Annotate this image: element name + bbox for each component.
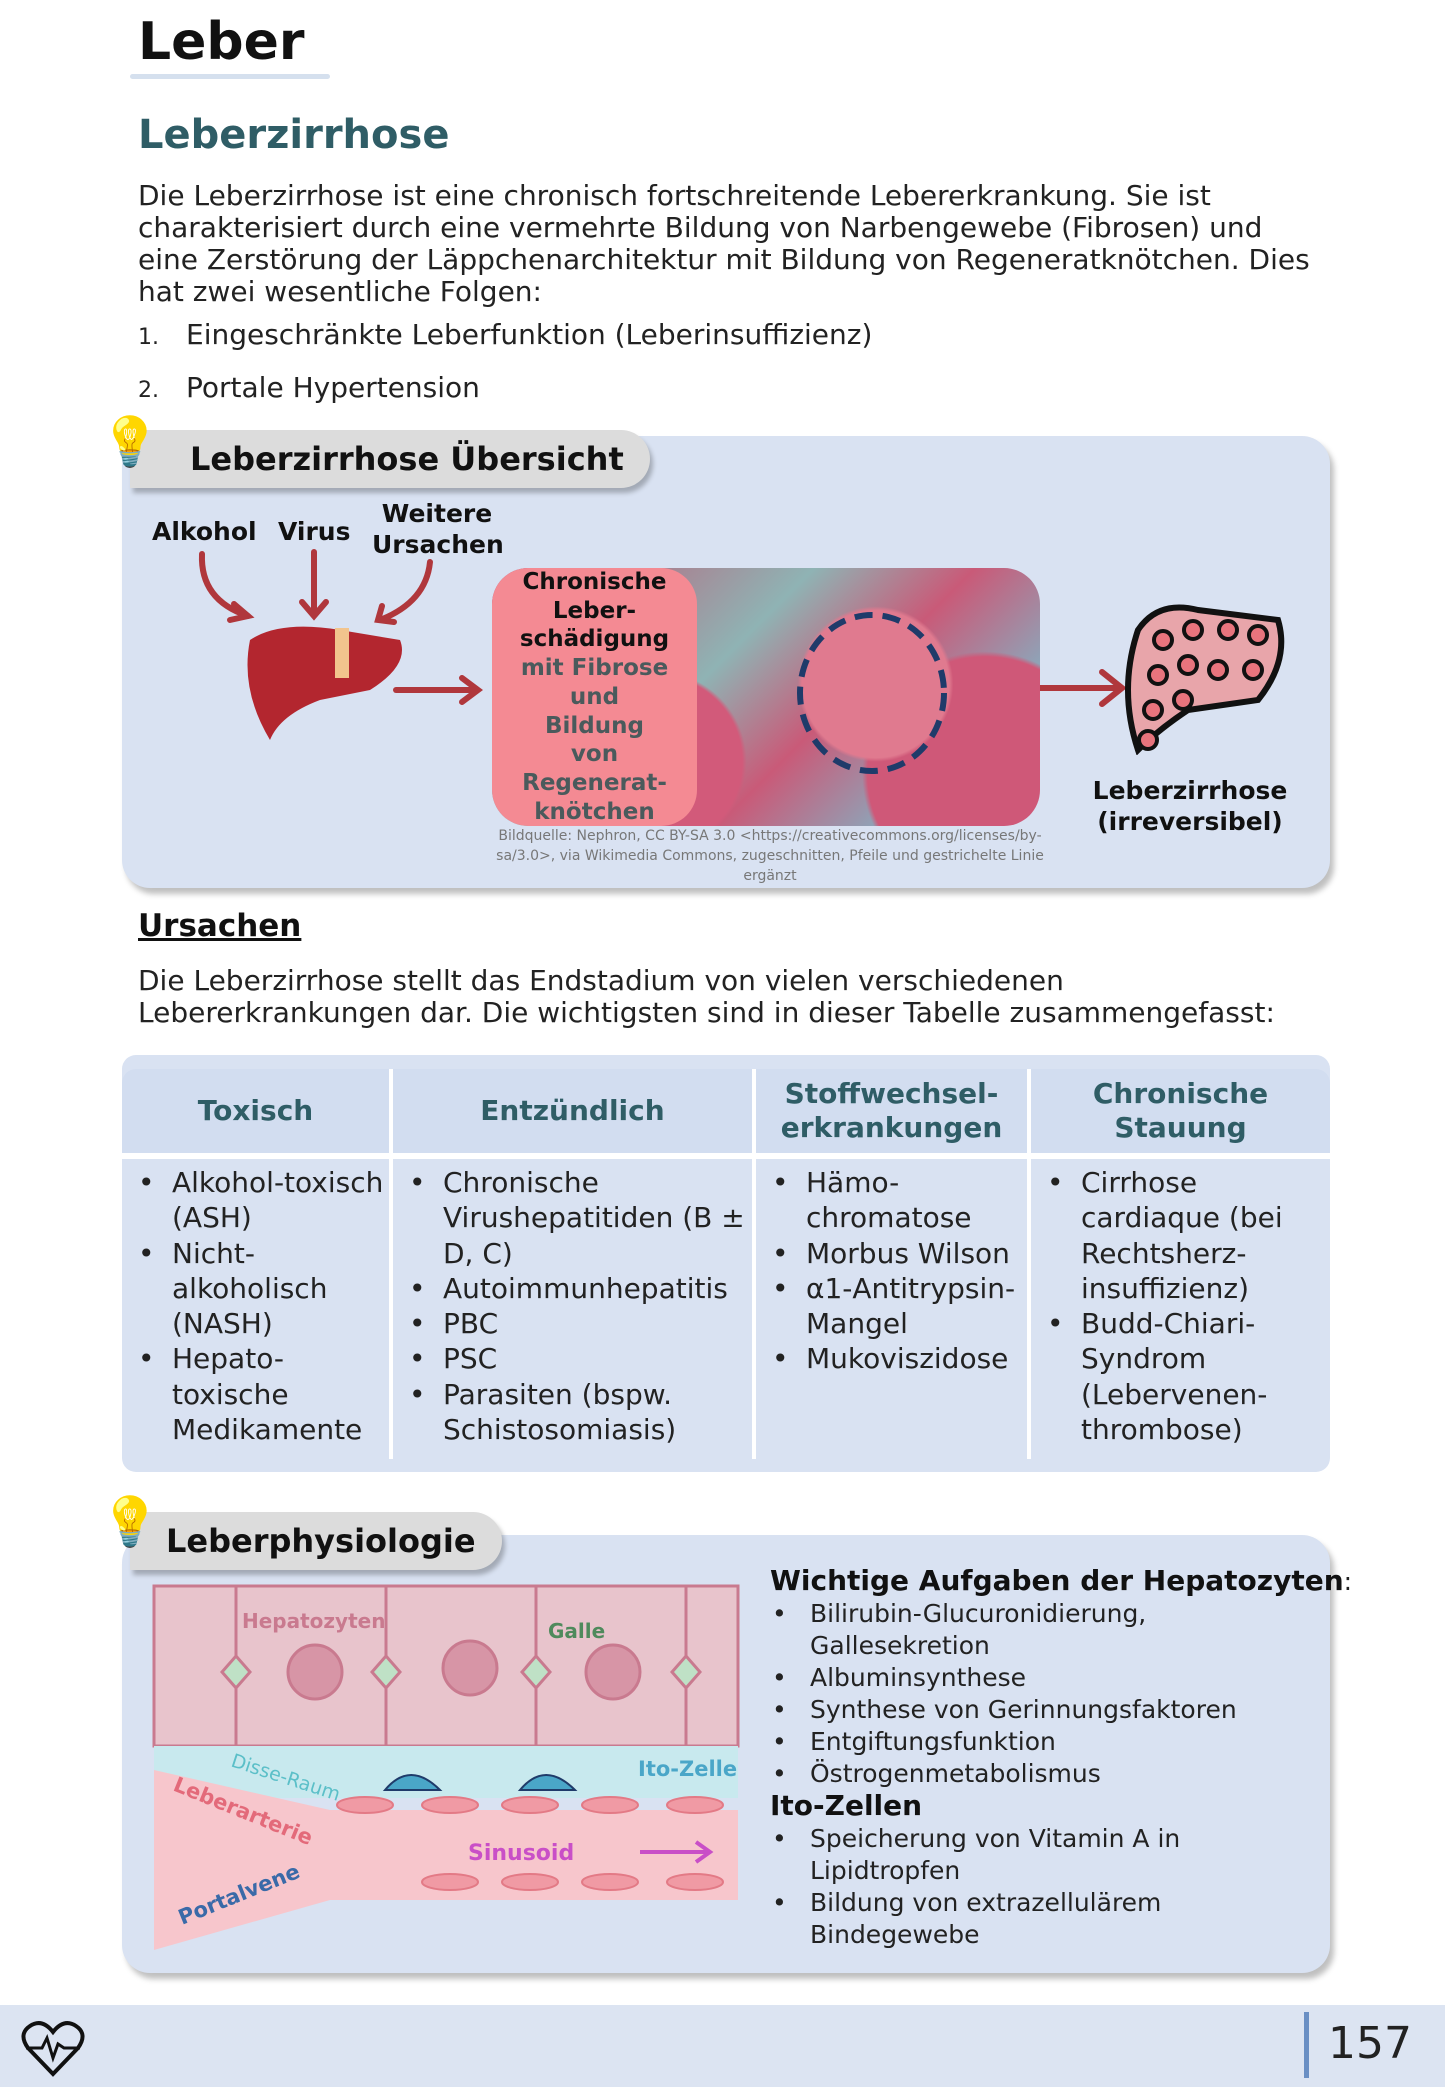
cirrhotic-liver-icon bbox=[1125, 604, 1285, 755]
list-item: 2.Portale Hypertension bbox=[138, 371, 480, 404]
table-cell: Hämo-chromatose Morbus Wilson α1-Antitry… bbox=[756, 1159, 1027, 1459]
heart-pulse-icon bbox=[21, 2021, 85, 2077]
causes-table: Toxisch Entzündlich Stoffwechsel-erkrank… bbox=[122, 1055, 1330, 1472]
physiology-text: Wichtige Aufgaben der Hepatozyten: Bilir… bbox=[770, 1565, 1352, 1951]
divider bbox=[752, 1069, 756, 1459]
causes-heading: Ursachen bbox=[138, 908, 302, 944]
physiology-title: Leberphysiologie bbox=[130, 1512, 502, 1570]
arrow-icon bbox=[377, 559, 433, 623]
list-item: Autoimmunhepatitis bbox=[405, 1271, 752, 1307]
list-item: Mukoviszidose bbox=[768, 1341, 1027, 1377]
list-item: Albuminsynthese bbox=[770, 1662, 1352, 1694]
ito-label: Ito-Zelle bbox=[638, 1757, 737, 1781]
causes-paragraph: Die Leberzirrhose stellt das Endstadium … bbox=[138, 964, 1275, 1029]
list-item: Entgiftungsfunktion bbox=[770, 1726, 1352, 1758]
cause-label: Virus bbox=[278, 517, 351, 546]
cause-label: Alkohol bbox=[152, 517, 257, 546]
divider bbox=[389, 1069, 393, 1459]
image-credit: Bildquelle: Nephron, CC BY-SA 3.0 <https… bbox=[496, 828, 1044, 884]
table-header: Stoffwechsel-erkrankungen bbox=[756, 1069, 1027, 1153]
ito-cell-icon bbox=[517, 1774, 578, 1791]
list-item: α1-Antitrypsin-Mangel bbox=[768, 1271, 1027, 1342]
overview-title: Leberzirrhose Übersicht bbox=[130, 430, 650, 488]
ito-heading: Ito-Zellen bbox=[770, 1789, 923, 1822]
list-item: Alkohol-toxisch (ASH) bbox=[134, 1165, 389, 1236]
list-item: PSC bbox=[405, 1341, 752, 1377]
nodule-outline bbox=[797, 612, 947, 774]
list-item: Hepato-toxische Medikamente bbox=[134, 1341, 389, 1447]
table-cell: Alkohol-toxisch (ASH) Nicht-alkoholisch … bbox=[122, 1159, 389, 1459]
bile-label: Galle bbox=[548, 1619, 605, 1643]
lightbulb-icon: 💡 bbox=[100, 414, 160, 470]
list-item: Synthese von Gerinnungsfaktoren bbox=[770, 1694, 1352, 1726]
table-header: Chronische Stauung bbox=[1031, 1069, 1330, 1153]
list-item: Parasiten (bspw. Schistosomiasis) bbox=[405, 1377, 752, 1448]
list-item: Morbus Wilson bbox=[768, 1236, 1027, 1272]
cause-label: Weitere Ursachen bbox=[372, 499, 504, 559]
tasks-heading: Wichtige Aufgaben der Hepatozyten bbox=[770, 1564, 1344, 1597]
histology-caption: Chronische Leber- schädigung mit Fibrose… bbox=[492, 568, 697, 826]
ito-cell-icon bbox=[382, 1774, 443, 1791]
footer bbox=[0, 2005, 1445, 2087]
list-item: Bildung von extrazellulärem Bindegewebe bbox=[770, 1887, 1190, 1951]
list-item: Hämo-chromatose bbox=[768, 1165, 1027, 1236]
liver-icon bbox=[247, 626, 402, 740]
result-label: Leberzirrhose (irreversibel) bbox=[1092, 776, 1288, 836]
list-item: Östrogenmetabolismus bbox=[770, 1758, 1352, 1790]
hepatocytes-label: Hepatozyten bbox=[242, 1609, 385, 1633]
lightbulb-icon: 💡 bbox=[100, 1494, 160, 1550]
list-item: 1.Eingeschränkte Leberfunktion (Leberins… bbox=[138, 318, 873, 351]
list-item: PBC bbox=[405, 1306, 752, 1342]
liver-lobule-diagram: Hepatozyten Galle Disse-Raum Ito-Zelle L… bbox=[152, 1584, 740, 1950]
table-header: Toxisch bbox=[122, 1069, 389, 1153]
arrow-icon bbox=[198, 551, 251, 619]
table-cell: Chronische Virushepatitiden (B ± D, C) A… bbox=[393, 1159, 752, 1459]
list-item: Nicht-alkoholisch (NASH) bbox=[134, 1236, 389, 1342]
list-item: Speicherung von Vitamin A in Lipidtropfe… bbox=[770, 1823, 1190, 1887]
table-header: Entzündlich bbox=[393, 1069, 752, 1153]
sinusoid-label: Sinusoid bbox=[468, 1841, 574, 1866]
section-heading: Leberzirrhose bbox=[138, 112, 450, 158]
divider bbox=[1027, 1069, 1031, 1459]
intro-paragraph: Die Leberzirrhose ist eine chronisch for… bbox=[138, 179, 1310, 308]
list-item: Budd-Chiari-Syndrom (Lebervenen-thrombos… bbox=[1043, 1306, 1330, 1447]
histology-image: Chronische Leber- schädigung mit Fibrose… bbox=[492, 568, 1040, 826]
table-cell: Cirrhose cardiaque (bei Rechtsherz-insuf… bbox=[1031, 1159, 1330, 1459]
page-divider bbox=[1304, 2012, 1309, 2078]
list-item: Chronische Virushepatitiden (B ± D, C) bbox=[405, 1165, 752, 1271]
divider bbox=[122, 1153, 1330, 1159]
page-number: 157 bbox=[1328, 2018, 1412, 2069]
page-title: Leber bbox=[138, 12, 305, 72]
title-underline bbox=[130, 74, 330, 79]
list-item: Bilirubin-Glucuronidierung, Gallesekreti… bbox=[770, 1598, 1160, 1662]
list-item: Cirrhose cardiaque (bei Rechtsherz-insuf… bbox=[1043, 1165, 1330, 1306]
